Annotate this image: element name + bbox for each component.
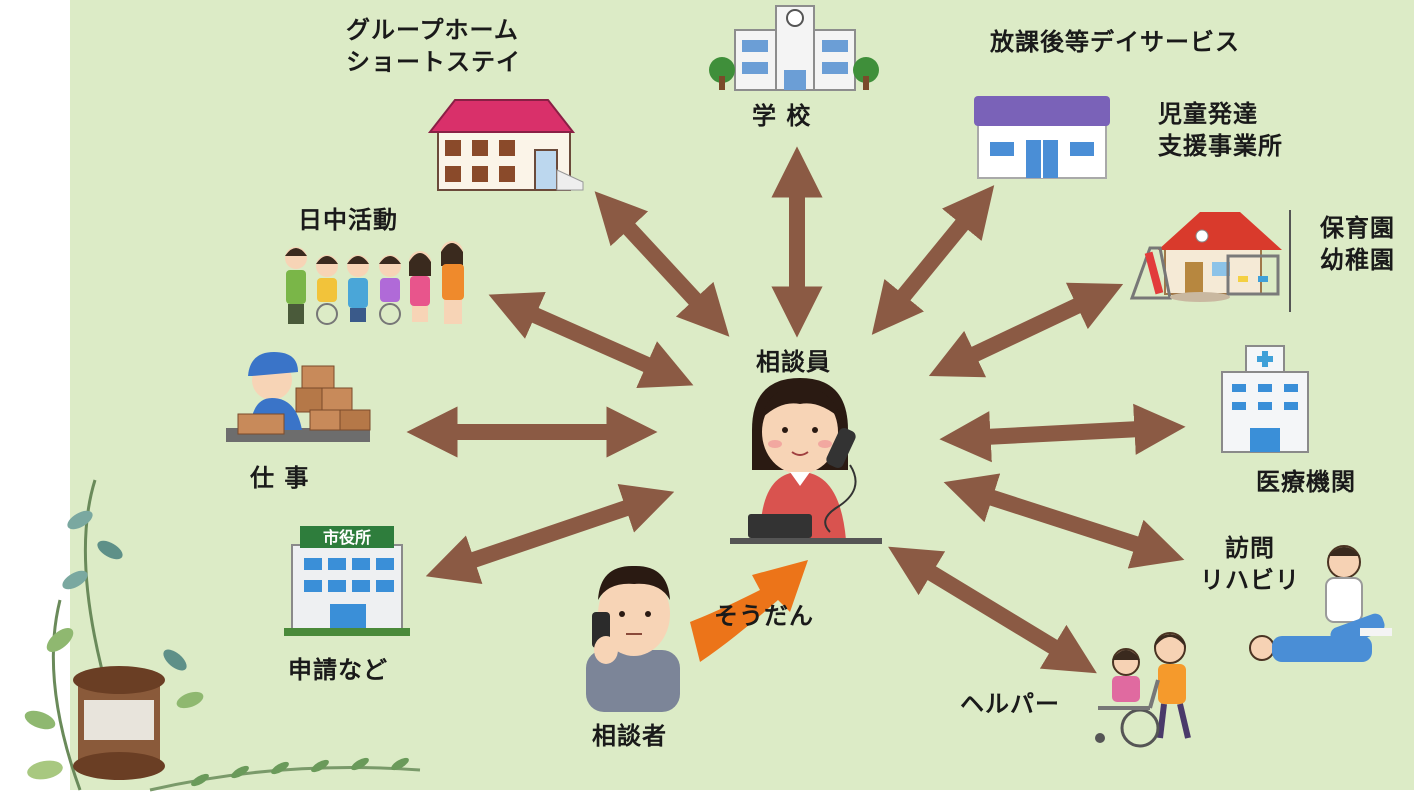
medical-institution-label: 医療機関 bbox=[1256, 468, 1356, 496]
arrow-medical bbox=[939, 403, 1186, 463]
group-home-label: グループホーム ショートステイ bbox=[346, 14, 521, 79]
day-activity-label: 日中活動 bbox=[298, 206, 398, 234]
arrow-application bbox=[425, 484, 675, 584]
worker-boxes-icon bbox=[226, 352, 371, 442]
home-rehab-label: 訪問 リハビリ bbox=[1200, 532, 1300, 597]
nursery-kindergarten-label: 保育園 幼稚園 bbox=[1320, 212, 1395, 277]
nursery-label-line2: 幼稚園 bbox=[1320, 246, 1395, 275]
client-on-phone-icon bbox=[586, 565, 680, 712]
group-home-label-line2: ショートステイ bbox=[346, 48, 521, 77]
day-activity-group-icon bbox=[285, 241, 464, 325]
city-hall-icon: 市役所 bbox=[284, 526, 410, 636]
child-development-support-label: 児童発達 支援事業所 bbox=[1158, 98, 1283, 163]
day-service-building-icon bbox=[974, 96, 1110, 179]
rehab-label-line1: 訪問 bbox=[1225, 534, 1275, 562]
helper-wheelchair-icon bbox=[1095, 632, 1191, 748]
counselor-on-phone-icon bbox=[730, 378, 882, 544]
arrow-nursery bbox=[928, 282, 1124, 378]
client-label: 相談者 bbox=[592, 722, 667, 750]
city-hall-sign: 市役所 bbox=[323, 528, 371, 547]
counselor-label: 相談員 bbox=[756, 348, 831, 376]
hospital-icon bbox=[1221, 345, 1309, 453]
application-label: 申請など bbox=[288, 656, 388, 684]
group-home-building-icon bbox=[427, 99, 584, 191]
after-school-day-service-label: 放課後等デイサービス bbox=[990, 28, 1240, 56]
school-building-icon bbox=[709, 5, 879, 91]
nursery-label-line1: 保育園 bbox=[1320, 214, 1395, 242]
consultation-label: そうだん bbox=[714, 602, 814, 630]
rehab-label-line2: リハビリ bbox=[1200, 566, 1300, 595]
arrow-rehab bbox=[943, 473, 1185, 569]
school-label: 学 校 bbox=[752, 102, 812, 130]
arrow-group-home bbox=[594, 191, 730, 337]
arrow-day-activity bbox=[488, 291, 694, 389]
arrow-helper bbox=[888, 546, 1097, 674]
green-panel bbox=[70, 0, 1414, 790]
helper-label: ヘルパー bbox=[960, 690, 1060, 718]
rehab-therapist-icon bbox=[1249, 545, 1392, 662]
arrow-child-dev bbox=[871, 185, 995, 335]
child-dev-label-line1: 児童発達 bbox=[1158, 100, 1258, 128]
nursery-school-icon bbox=[1129, 210, 1291, 312]
plant-decoration-icon bbox=[24, 479, 421, 792]
consultation-arrow bbox=[690, 560, 808, 662]
group-home-label-line1: グループホーム bbox=[346, 16, 519, 44]
child-dev-label-line2: 支援事業所 bbox=[1158, 132, 1283, 161]
work-label: 仕 事 bbox=[250, 464, 310, 492]
